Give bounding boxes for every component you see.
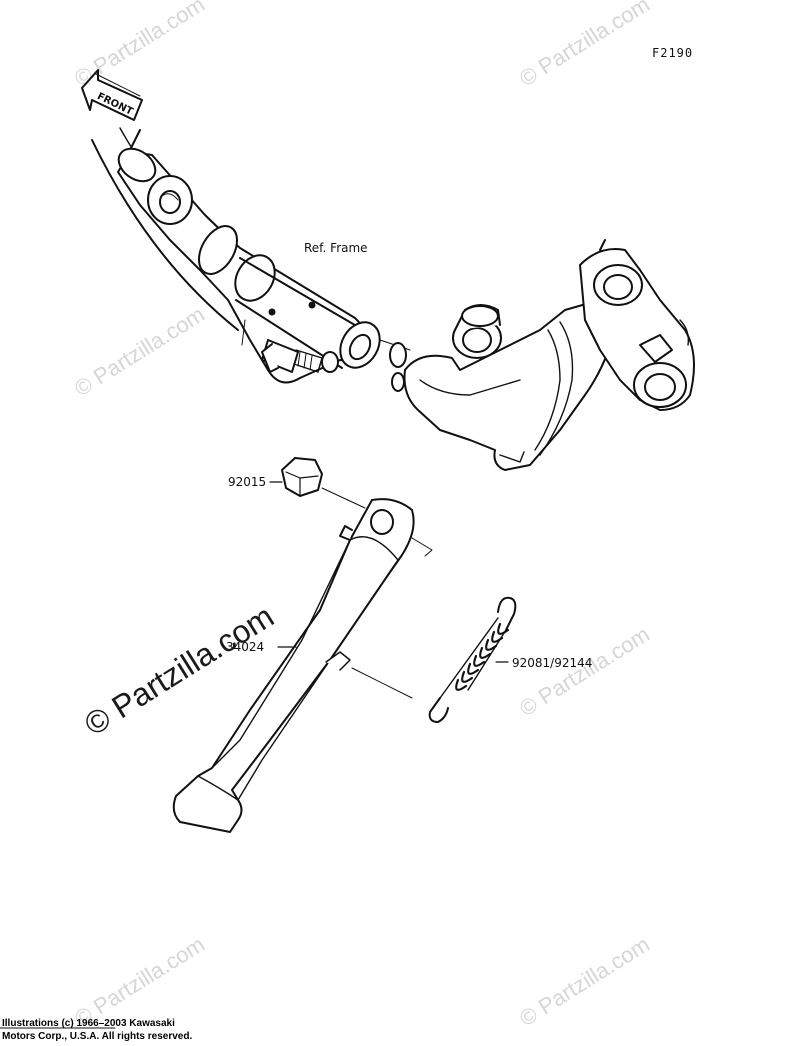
spring-part [428,596,517,723]
frame-tube [117,147,381,384]
nut-part [281,457,323,497]
frame-curve [91,139,239,331]
ref-frame-label: Ref. Frame [304,241,368,255]
callout-92081-92144: 92081/92144 [512,656,593,670]
callout-34024: 34024 [226,640,265,654]
copyright-line-1: Illustrations (c) 1966–2003 Kawasaki [2,1018,175,1029]
copyright-line-2: Motors Corp., U.S.A. All rights reserved… [2,1031,193,1042]
copyright-notice: Illustrations (c) 1966–2003 Kawasaki Mot… [2,1017,192,1043]
callout-92015: 92015 [228,475,267,489]
frame-bracket [389,239,695,471]
side-stand-part [172,498,415,833]
figure-code: F2190 [652,46,694,60]
front-arrow-icon [81,69,143,121]
